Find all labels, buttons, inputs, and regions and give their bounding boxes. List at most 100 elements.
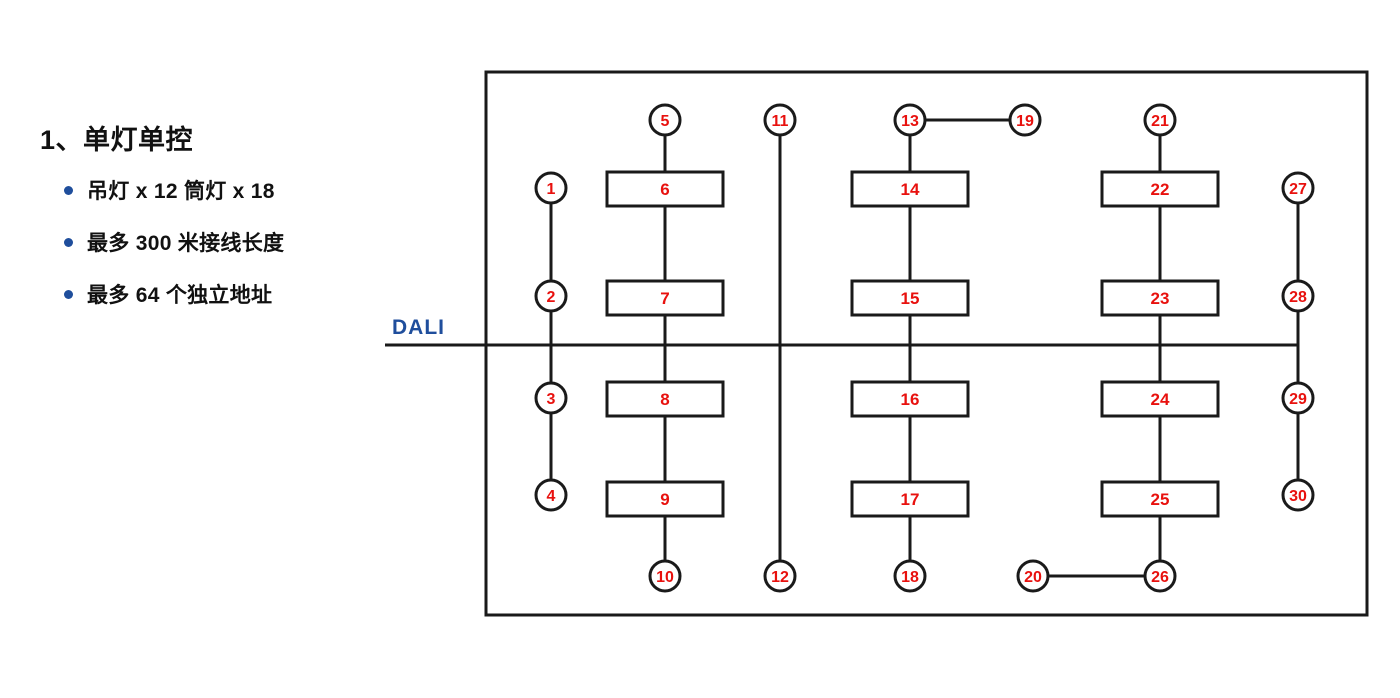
fixture-rect-body <box>850 480 970 518</box>
fixture-circle-body <box>763 559 797 593</box>
fixture-circle-body <box>1281 478 1315 512</box>
bullet-label: 最多 300 米接线长度 <box>87 232 285 255</box>
link-lines <box>925 118 1145 578</box>
fixture-circle-2[interactable]: 2 <box>534 279 568 313</box>
fixture-circle-number: 10 <box>656 569 674 586</box>
list-item: 最多 300 米接线长度 <box>40 227 370 257</box>
fixture-rect-24[interactable]: 24 <box>1100 380 1220 418</box>
fixture-circle-number: 29 <box>1289 391 1307 408</box>
fixture-circle-4[interactable]: 4 <box>534 478 568 512</box>
fixture-circle-number: 4 <box>547 488 556 505</box>
fixture-rect-number: 15 <box>901 289 920 308</box>
fixture-rect-9[interactable]: 9 <box>605 480 725 518</box>
list-item: 吊灯 x 12 筒灯 x 18 <box>40 175 370 205</box>
fixture-rect-body <box>850 170 970 208</box>
fixture-circle-27[interactable]: 27 <box>1281 171 1315 205</box>
fixture-rect-number: 25 <box>1151 490 1170 509</box>
luminaire-rectangles: 6 7 8 9 14 15 16 17 22 23 24 25 <box>605 170 1220 518</box>
fixture-rect-14[interactable]: 14 <box>850 170 970 208</box>
fixture-circle-13[interactable]: 13 <box>893 103 927 137</box>
fixture-rect-22[interactable]: 22 <box>1100 170 1220 208</box>
fixture-rect-number: 6 <box>660 180 669 199</box>
fixture-circle-10[interactable]: 10 <box>648 559 682 593</box>
fixture-circle-number: 19 <box>1016 113 1034 130</box>
fixture-rect-23[interactable]: 23 <box>1100 279 1220 317</box>
fixture-rect-number: 7 <box>660 289 669 308</box>
fixture-rect-body <box>605 380 725 418</box>
fixture-rect-number: 22 <box>1151 180 1170 199</box>
fixture-rect-body <box>1100 170 1220 208</box>
fixture-rect-7[interactable]: 7 <box>605 279 725 317</box>
fixture-circle-number: 21 <box>1151 113 1169 130</box>
dali-bus-label: DALI <box>392 316 445 339</box>
fixture-rect-number: 14 <box>901 180 920 199</box>
fixture-circle-number: 1 <box>547 181 556 198</box>
fixture-circle-body <box>1281 279 1315 313</box>
fixture-circle-body <box>1016 559 1050 593</box>
fixture-circle-number: 12 <box>771 569 789 586</box>
fixture-circle-body <box>534 279 568 313</box>
info-panel: 1、单灯单控 吊灯 x 12 筒灯 x 18 最多 300 米接线长度 最多 6… <box>40 118 370 331</box>
feature-bullet-list: 吊灯 x 12 筒灯 x 18 最多 300 米接线长度 最多 64 个独立地址 <box>40 175 370 309</box>
fixture-circle-body <box>1008 103 1042 137</box>
fixture-rect-number: 16 <box>901 390 920 409</box>
fixture-rect-number: 17 <box>901 490 920 509</box>
fixture-circle-number: 28 <box>1289 289 1307 306</box>
fixture-circle-26[interactable]: 26 <box>1143 559 1177 593</box>
fixture-circle-number: 30 <box>1289 488 1307 505</box>
fixture-circle-19[interactable]: 19 <box>1008 103 1042 137</box>
fixture-circle-body <box>534 478 568 512</box>
fixture-circle-body <box>648 559 682 593</box>
fixture-circle-body <box>534 381 568 415</box>
fixture-rect-25[interactable]: 25 <box>1100 480 1220 518</box>
fixture-circle-number: 20 <box>1024 569 1042 586</box>
fixture-rect-8[interactable]: 8 <box>605 380 725 418</box>
fixture-rect-15[interactable]: 15 <box>850 279 970 317</box>
fixture-rect-6[interactable]: 6 <box>605 170 725 208</box>
fixture-circle-body <box>1143 103 1177 137</box>
fixture-circle-29[interactable]: 29 <box>1281 381 1315 415</box>
fixture-rect-17[interactable]: 17 <box>850 480 970 518</box>
fixture-circle-20[interactable]: 20 <box>1016 559 1050 593</box>
bullet-label: 吊灯 x 12 筒灯 x 18 <box>87 180 275 203</box>
fixture-rect-body <box>850 380 970 418</box>
bullet-dot-icon <box>64 185 73 195</box>
fixture-circle-body <box>893 559 927 593</box>
fixture-circle-11[interactable]: 11 <box>763 103 797 137</box>
fixture-circle-number: 26 <box>1151 569 1169 586</box>
fixture-circle-body <box>534 171 568 205</box>
fixture-circle-body <box>763 103 797 137</box>
fixture-circle-body <box>648 103 682 137</box>
fixture-circle-number: 2 <box>547 289 556 306</box>
fixture-circle-body <box>1281 171 1315 205</box>
fixture-circle-12[interactable]: 12 <box>763 559 797 593</box>
list-item: 最多 64 个独立地址 <box>40 279 370 309</box>
fixture-rect-16[interactable]: 16 <box>850 380 970 418</box>
fixture-rect-number: 23 <box>1151 289 1170 308</box>
bullet-dot-icon <box>64 237 73 247</box>
fixture-rect-body <box>1100 380 1220 418</box>
fixture-circle-21[interactable]: 21 <box>1143 103 1177 137</box>
fixture-rect-body <box>1100 480 1220 518</box>
page-title: 1、单灯单控 <box>40 125 194 155</box>
fixture-circle-body <box>1281 381 1315 415</box>
fixture-circle-1[interactable]: 1 <box>534 171 568 205</box>
fixture-circle-body <box>1143 559 1177 593</box>
fixture-circle-30[interactable]: 30 <box>1281 478 1315 512</box>
fixture-circle-number: 3 <box>547 391 556 408</box>
bullet-dot-icon <box>64 289 73 299</box>
fixture-circle-3[interactable]: 3 <box>534 381 568 415</box>
fixture-rect-number: 8 <box>660 390 669 409</box>
fixture-rect-body <box>605 170 725 208</box>
fixture-rect-number: 9 <box>660 490 669 509</box>
fixture-circle-5[interactable]: 5 <box>648 103 682 137</box>
fixture-circle-18[interactable]: 18 <box>893 559 927 593</box>
fixture-circle-body <box>893 103 927 137</box>
fixture-rect-number: 24 <box>1151 390 1170 409</box>
fixture-circle-28[interactable]: 28 <box>1281 279 1315 313</box>
fixture-rect-body <box>605 480 725 518</box>
fixture-rect-body <box>605 279 725 317</box>
fixture-circle-number: 11 <box>772 113 789 130</box>
fixture-circle-number: 27 <box>1289 181 1307 198</box>
